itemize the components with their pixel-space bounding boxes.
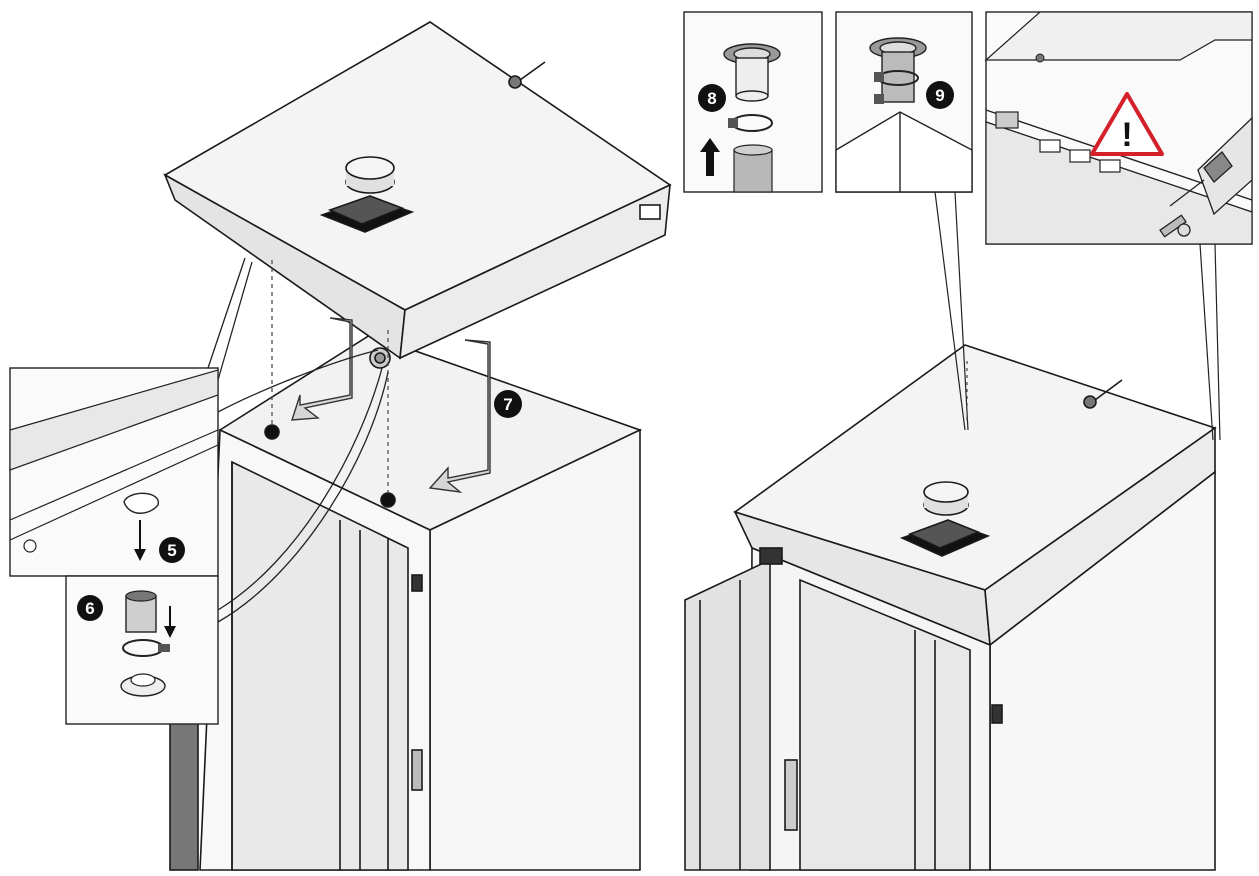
- flue-collar-icon: [319, 156, 415, 233]
- drill-icon: [1169, 116, 1253, 216]
- screw-icon: [1159, 214, 1191, 238]
- step-number: 5: [167, 541, 176, 560]
- direction-arrow-icon: [700, 138, 720, 176]
- left-cabinet: [169, 334, 643, 871]
- left-roof-panel: [163, 21, 672, 360]
- inset-step-8: 8: [683, 11, 823, 193]
- flue-collar-icon: [869, 37, 927, 103]
- step-badge-8: 8: [698, 84, 726, 112]
- step-badge-6: 6: [77, 595, 103, 621]
- warning-triangle-icon: !: [1090, 92, 1164, 156]
- step-badge-9: 9: [926, 81, 954, 109]
- direction-arrow-icon: [291, 317, 491, 494]
- inset-step-6: 6: [65, 575, 219, 725]
- step-number: 9: [935, 86, 944, 105]
- hose-clamp-icon: [122, 639, 170, 657]
- inset-step-9: 9: [835, 11, 973, 193]
- pipe-icon: [733, 144, 773, 193]
- flue-collar-icon: [723, 43, 781, 102]
- inset-step-5: 5: [9, 367, 219, 577]
- inset-warning-drill: !: [984, 11, 1253, 245]
- callout-lines: [207, 257, 389, 623]
- step-number: 7: [503, 395, 512, 414]
- callout-lines-right: [934, 191, 1221, 441]
- flue-collar-icon: [120, 673, 166, 697]
- step-number: 6: [85, 599, 94, 618]
- pipe-icon: [125, 590, 157, 633]
- hose-clamp-icon: [728, 114, 773, 132]
- step-badge-7: 7: [494, 390, 522, 418]
- hose-clamp-icon: [874, 70, 919, 104]
- step-badge-5: 5: [159, 537, 185, 563]
- alignment-guides: [271, 260, 389, 493]
- right-cabinet: [684, 344, 1217, 871]
- warning-glyph: !: [1121, 116, 1132, 154]
- gasket-icon: [123, 492, 159, 514]
- flue-collar-icon: [899, 481, 991, 557]
- step-number: 8: [707, 89, 716, 108]
